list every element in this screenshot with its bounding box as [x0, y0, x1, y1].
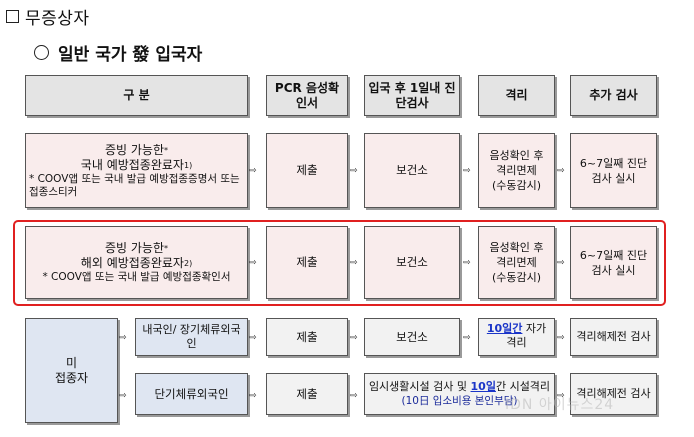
overseas-q-l3: (수동감시)	[491, 271, 542, 284]
sub2-test-l1b: 간 시설격리	[495, 380, 551, 393]
row-domestic-additional: 6~7일째 진단 검사 실시	[570, 133, 657, 208]
overseas-star: *	[164, 244, 168, 253]
domestic-q-l3: (수동감시)	[491, 179, 542, 192]
sub2-test-highlight: 10일	[470, 380, 496, 393]
domestic-additional-text: 6~7일째 진단 검사 실시	[579, 156, 648, 185]
sub2-label-text: 단기체류외국인	[154, 386, 229, 401]
overseas-line2: 해외 예방접종완료자2)	[81, 256, 192, 271]
overseas-note: * COOV앱 또는 국내 발급 예방접종확인서	[42, 271, 231, 283]
header-test-after-entry: 입국 후 1일내 진단검사	[364, 75, 460, 116]
overseas-pcr-text: 제출	[296, 255, 318, 269]
header-additional-text: 추가 검사	[589, 88, 638, 102]
arrow-icon: ⇨	[557, 258, 565, 268]
row-overseas-test: 보건소	[364, 226, 460, 299]
checkbox-square-icon	[6, 10, 19, 23]
subtitle-text: 일반 국가 發 입국자	[58, 45, 203, 65]
section-title-text: 무증상자	[25, 9, 90, 29]
sub1-test: 보건소	[364, 318, 460, 356]
row-domestic-category: 증빙 가능한* 국내 예방접종완료자1) * COOV앱 또는 국내 발급 예방…	[25, 133, 248, 208]
header-additional-test: 추가 검사	[570, 75, 657, 116]
header-category: 구 분	[25, 75, 248, 116]
header-quarantine-text: 격리	[505, 88, 528, 102]
unvaccinated-label-l2: 접종자	[54, 370, 89, 385]
sub1-quarantine: 10일간 자가격리	[478, 318, 555, 356]
row-overseas-pcr: 제출	[266, 226, 348, 299]
sub2-test-cost-note: (10日 입소비용 본인부담)	[401, 395, 518, 407]
domestic-star: *	[164, 145, 168, 155]
header-quarantine: 격리	[478, 75, 555, 116]
sub2-test-line1: 임시생활시설 검사 및 10일간 시설격리	[369, 380, 550, 394]
domestic-test-text: 보건소	[396, 163, 428, 177]
unvaccinated-sub1-label: 내국인/ 장기체류외국인	[135, 318, 248, 356]
overseas-q-l2: 격리면제	[496, 256, 537, 269]
arrow-icon: ⇨	[557, 166, 565, 176]
arrow-icon: ⇨	[249, 258, 257, 268]
row-overseas-category: 증빙 가능한* 해외 예방접종완료자2) * COOV앱 또는 국내 발급 예방…	[25, 226, 248, 299]
domestic-pcr-text: 제출	[296, 163, 318, 177]
overseas-line2-text: 해외 예방접종완료자	[80, 256, 184, 270]
domestic-q-l2: 격리면제	[496, 164, 537, 177]
overseas-q-l1: 음성확인 후	[489, 241, 544, 254]
sub1-additional-text: 격리해제전 검사	[576, 330, 651, 343]
domestic-note: * COOV앱 또는 국내 발급 예방접종증명서 또는접종스티커	[29, 172, 240, 198]
arrow-icon: ⇨	[557, 391, 565, 401]
domestic-q-l1: 음성확인 후	[489, 149, 544, 162]
sub1-pcr-text: 제출	[296, 329, 318, 344]
overseas-line1: 증빙 가능한*	[105, 241, 168, 256]
sub1-additional: 격리해제전 검사	[570, 318, 657, 356]
sub1-label-text: 내국인/ 장기체류외국인	[142, 323, 241, 350]
header-pcr-text: PCR 음성확인서	[274, 80, 340, 110]
header-test-text: 입국 후 1일내 진단검사	[368, 80, 456, 110]
sub2-test-l1a: 임시생활시설 검사 및	[368, 380, 471, 393]
sub1-q-highlight: 10일간	[486, 322, 523, 335]
section-title: 무증상자	[6, 4, 90, 29]
arrow-icon: ⇨	[350, 166, 358, 176]
arrow-icon: ⇨	[557, 333, 565, 343]
domestic-line2-text: 국내 예방접종완료자	[80, 157, 184, 172]
unvaccinated-sub2-label: 단기체류외국인	[135, 373, 248, 415]
unvaccinated-label-l1: 미	[65, 355, 78, 370]
header-pcr: PCR 음성확인서	[266, 75, 348, 116]
sub1-test-text: 보건소	[396, 329, 428, 344]
overseas-line1-text: 증빙 가능한	[104, 241, 164, 255]
domestic-line1-text: 증빙 가능한	[104, 142, 164, 157]
sub2-test-and-quarantine: 임시생활시설 검사 및 10일간 시설격리 (10日 입소비용 본인부담)	[364, 373, 555, 415]
overseas-additional-text: 6~7일째 진단 검사 실시	[579, 248, 648, 277]
row-domestic-quarantine: 음성확인 후 격리면제 (수동감시)	[478, 133, 555, 208]
arrow-icon: ⇨	[249, 166, 257, 176]
row-overseas-additional: 6~7일째 진단 검사 실시	[570, 226, 657, 299]
row-overseas-quarantine: 음성확인 후 격리면제 (수동감시)	[478, 226, 555, 299]
arrow-icon: ⇨	[463, 333, 471, 343]
sub2-additional: 격리해제전 검사	[570, 373, 657, 415]
sub2-pcr-text: 제출	[296, 386, 318, 401]
sub1-pcr: 제출	[266, 318, 348, 356]
row-domestic-pcr: 제출	[266, 133, 348, 208]
domestic-footnote: 1)	[183, 160, 193, 170]
row-unvaccinated-label: 미 접종자	[25, 318, 118, 423]
highlight-box	[13, 220, 666, 306]
arrow-icon: ⇨	[350, 258, 358, 268]
row-domestic-test: 보건소	[364, 133, 460, 208]
overseas-footnote: 2)	[183, 259, 193, 268]
sub1-q-rest: 자가격리	[506, 322, 547, 349]
subtitle: 일반 국가 發 입국자	[34, 40, 202, 65]
arrow-icon: ⇨	[249, 391, 257, 401]
domestic-line1: 증빙 가능한*	[105, 143, 168, 158]
watermark-logo: IDN 아이뉴스24	[505, 397, 615, 413]
arrow-icon: ⇨	[350, 391, 358, 401]
arrow-icon: ⇨	[249, 333, 257, 343]
circle-bullet-icon	[34, 45, 49, 60]
arrow-icon: ⇨	[119, 333, 127, 343]
arrow-icon: ⇨	[119, 391, 127, 401]
arrow-icon: ⇨	[350, 333, 358, 343]
arrow-icon: ⇨	[463, 166, 471, 176]
sub2-additional-text: 격리해제전 검사	[576, 387, 651, 400]
domestic-line2: 국내 예방접종완료자1)	[81, 158, 192, 173]
arrow-icon: ⇨	[463, 258, 471, 268]
sub2-pcr: 제출	[266, 373, 348, 415]
overseas-test-text: 보건소	[396, 255, 428, 269]
header-category-text: 구 분	[123, 88, 150, 102]
